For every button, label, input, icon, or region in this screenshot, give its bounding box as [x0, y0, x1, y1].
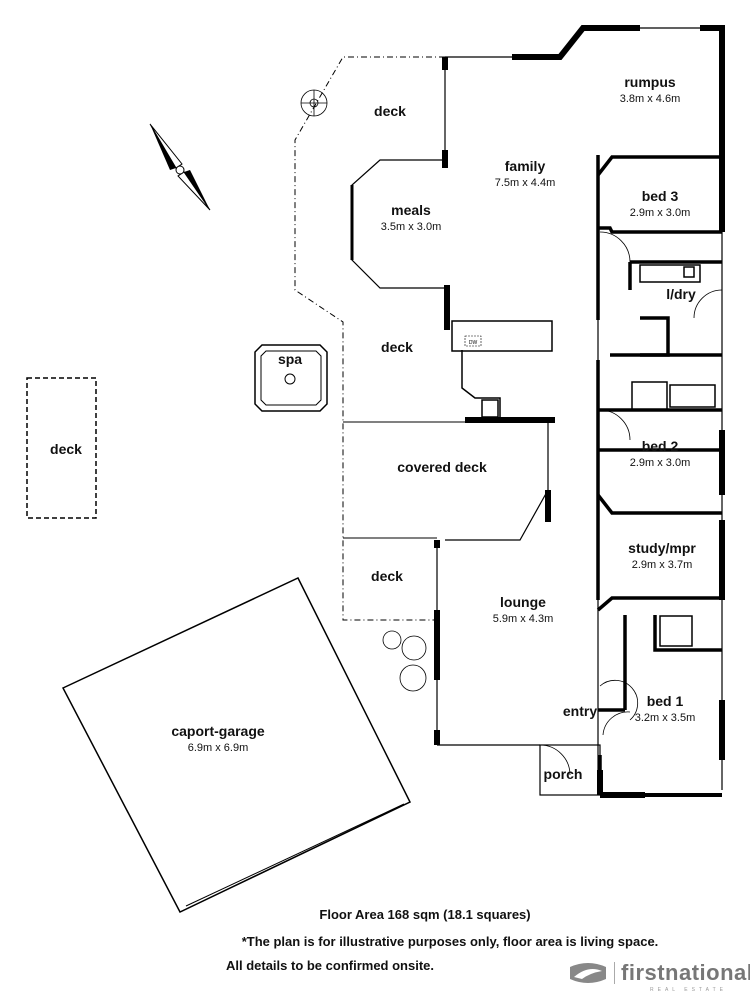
room-name: study/mpr — [628, 540, 696, 556]
room-name: deck — [381, 339, 413, 355]
garage-outline — [61, 577, 412, 913]
room-deck-low: deck — [371, 568, 403, 584]
room-name: bed 2 — [641, 438, 679, 454]
floor-area-text: Floor Area 168 sqm (18.1 squares) — [319, 907, 531, 922]
room-dims: 6.9m x 6.9m — [187, 742, 249, 754]
compass-north-arrow-icon — [149, 123, 211, 211]
room-name: deck — [374, 103, 406, 119]
disclaimer-text: *The plan is for illustrative purposes o… — [241, 934, 659, 949]
room-meals: meals 3.5m x 3.0m — [381, 202, 442, 233]
room-bed2: bed 2 2.9m x 3.0m — [630, 438, 691, 469]
room-garage: caport-garage 6.9m x 6.9m — [171, 723, 264, 754]
tree-icon — [382, 630, 427, 692]
room-name: deck — [50, 441, 82, 457]
room-entry: entry — [563, 703, 597, 719]
room-name: lounge — [500, 594, 546, 610]
brand-logo: firstnational REAL ESTATE — [568, 960, 750, 993]
room-name: meals — [391, 202, 431, 218]
room-dims: 2.9m x 3.7m — [631, 559, 693, 571]
room-name: deck — [371, 568, 403, 584]
room-name: family — [504, 158, 546, 174]
room-dims: 2.9m x 3.0m — [629, 457, 691, 469]
room-dims: 3.8m x 4.6m — [619, 93, 681, 105]
room-name: l/dry — [666, 286, 696, 302]
deck-left-outline — [26, 377, 97, 519]
room-spa: spa — [278, 351, 302, 367]
room-name: spa — [277, 351, 303, 367]
brand-subtitle: REAL ESTATE — [650, 987, 727, 993]
room-bed3: bed 3 2.9m x 3.0m — [630, 188, 691, 219]
tree-icon — [300, 89, 328, 117]
room-lounge: lounge 5.9m x 4.3m — [493, 594, 554, 625]
room-covered-deck: covered deck — [397, 459, 487, 475]
room-name: bed 1 — [646, 693, 684, 709]
room-dims: 2.9m x 3.0m — [629, 207, 691, 219]
deck-boundary — [294, 56, 445, 621]
room-bed1: bed 1 3.2m x 3.5m — [635, 693, 696, 724]
brand-name: firstnational — [621, 960, 750, 985]
room-dims: 7.5m x 4.4m — [494, 177, 556, 189]
room-name: caport-garage — [171, 723, 265, 739]
room-name: entry — [562, 703, 598, 719]
room-name: bed 3 — [641, 188, 679, 204]
room-name: covered deck — [397, 459, 487, 475]
room-deck-top: deck — [374, 103, 406, 119]
room-rumpus: rumpus 3.8m x 4.6m — [620, 74, 681, 105]
room-dims: 5.9m x 4.3m — [492, 613, 554, 625]
room-deck-mid: deck — [381, 339, 413, 355]
dishwasher-label: DW — [469, 340, 478, 346]
room-study: study/mpr 2.9m x 3.7m — [628, 540, 696, 571]
brand-logo-icon — [570, 963, 606, 983]
room-deck-left: deck — [50, 441, 82, 457]
spa-outline — [254, 344, 328, 412]
confirm-text: All details to be confirmed onsite. — [225, 958, 435, 973]
room-family: family 7.5m x 4.4m — [495, 158, 556, 189]
room-porch: porch — [544, 766, 583, 782]
room-name: porch — [543, 766, 583, 782]
room-ldry: l/dry — [666, 286, 696, 302]
room-name: rumpus — [624, 74, 676, 90]
room-dims: 3.5m x 3.0m — [380, 221, 442, 233]
room-dims: 3.2m x 3.5m — [634, 712, 696, 724]
